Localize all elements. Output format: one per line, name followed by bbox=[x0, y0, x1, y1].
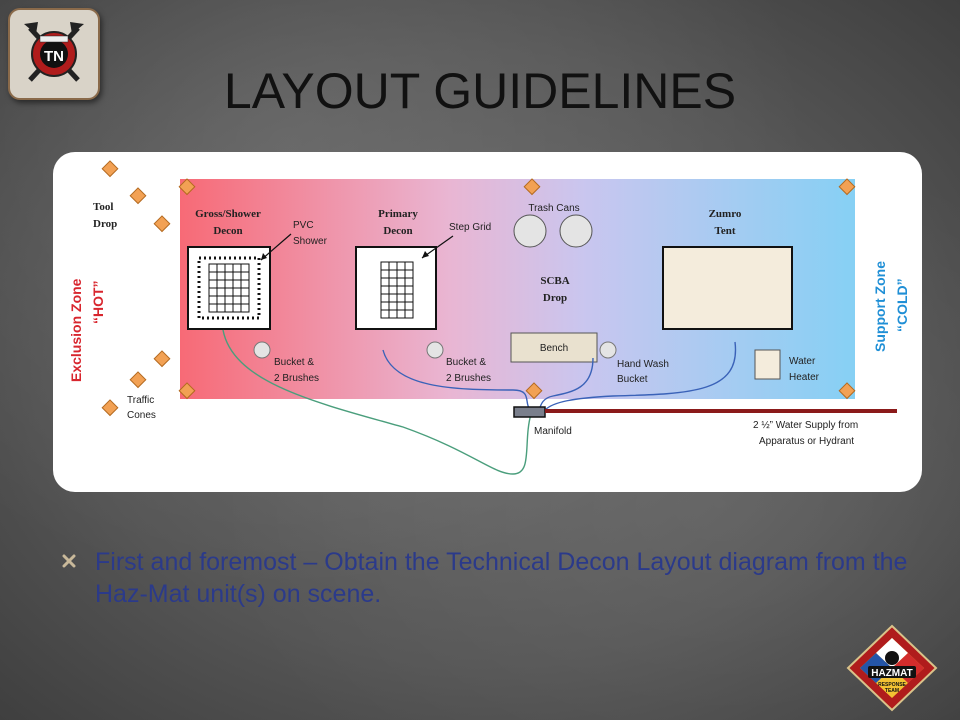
pvc-shower-frame bbox=[197, 256, 261, 320]
step-grid bbox=[380, 261, 414, 319]
exclusion-zone-label: Exclusion Zone bbox=[68, 278, 84, 382]
gross-decon-grid bbox=[208, 263, 250, 313]
traffic-cone bbox=[129, 187, 147, 205]
hose-blue-3 bbox=[544, 341, 737, 411]
traffic-cone bbox=[129, 371, 147, 389]
traffic-cone bbox=[101, 160, 119, 178]
water-heater-box bbox=[754, 349, 781, 380]
bucket-1 bbox=[253, 341, 271, 359]
x-bullet-icon bbox=[62, 554, 76, 568]
bucket1-label-1: Bucket & bbox=[274, 357, 314, 368]
traffic-cone bbox=[178, 382, 196, 400]
hazmat-logo-sub2: TEAM bbox=[885, 688, 899, 694]
traffic-cones-label-1: Traffic bbox=[127, 395, 154, 406]
primary-decon-label-1: Primary bbox=[378, 208, 418, 220]
tool-drop-label-2: Drop bbox=[93, 218, 117, 230]
trash-can bbox=[559, 214, 593, 248]
traffic-cone bbox=[153, 350, 171, 368]
water-heater-label-1: Water bbox=[789, 356, 816, 367]
tn-logo-text: TN bbox=[44, 48, 64, 65]
slide-title: LAYOUT GUIDELINES bbox=[223, 63, 737, 119]
traffic-cones-label-2: Cones bbox=[127, 410, 156, 421]
water-supply-label-1: 2 ½” Water Supply from bbox=[753, 420, 858, 431]
traffic-cone bbox=[525, 382, 543, 400]
bullet-item: First and foremost – Obtain the Technica… bbox=[62, 546, 932, 610]
hazmat-logo-main: HAZMAT bbox=[871, 668, 912, 679]
step-grid-label: Step Grid bbox=[449, 222, 491, 233]
zumro-tent-label-1: Zumro bbox=[709, 208, 742, 220]
pvc-pointer bbox=[260, 233, 292, 261]
handwash-label-1: Hand Wash bbox=[617, 359, 669, 370]
hot-label: “HOT” bbox=[90, 280, 106, 324]
bullet-text: First and foremost – Obtain the Technica… bbox=[95, 548, 908, 608]
zumro-tent-label-2: Tent bbox=[715, 225, 736, 237]
tool-drop-label-1: Tool bbox=[93, 201, 113, 213]
primary-decon-box bbox=[355, 246, 437, 330]
hazmat-response-team-logo: HAZMAT RESPONSE TEAM bbox=[844, 622, 940, 714]
primary-decon-label-2: Decon bbox=[383, 225, 412, 237]
hose-green bbox=[222, 329, 532, 475]
water-heater-label-2: Heater bbox=[789, 372, 820, 383]
scba-drop-label-1: SCBA bbox=[540, 275, 569, 287]
cold-label: “COLD” bbox=[894, 278, 910, 332]
manifold-label: Manifold bbox=[534, 426, 572, 437]
traffic-cone bbox=[101, 399, 119, 417]
bucket1-label-2: 2 Brushes bbox=[274, 373, 319, 384]
water-supply-label-2: Apparatus or Hydrant bbox=[759, 436, 854, 447]
bucket-2 bbox=[426, 341, 444, 359]
bench-label: Bench bbox=[540, 343, 568, 354]
zumro-tent-box bbox=[662, 246, 793, 330]
pvc-label-2: Shower bbox=[293, 236, 328, 247]
traffic-cone bbox=[523, 178, 541, 196]
decon-layout-diagram: Exclusion Zone “HOT” Support Zone “COLD”… bbox=[53, 152, 922, 492]
hand-wash-bucket bbox=[599, 341, 617, 359]
hazmat-logo-sub1: RESPONSE bbox=[878, 682, 906, 688]
hose-blue-1 bbox=[382, 349, 532, 411]
tn-logo: TN bbox=[8, 8, 100, 100]
traffic-cone bbox=[838, 382, 856, 400]
gross-decon-label-2: Decon bbox=[213, 225, 242, 237]
support-zone-label: Support Zone bbox=[872, 261, 888, 352]
trash-cans-label: Trash Cans bbox=[528, 203, 579, 214]
handwash-label-2: Bucket bbox=[617, 374, 648, 385]
bucket2-label-2: 2 Brushes bbox=[446, 373, 491, 384]
bench-box bbox=[510, 332, 598, 363]
gross-decon-label-1: Gross/Shower bbox=[195, 208, 261, 220]
bucket2-label-1: Bucket & bbox=[446, 357, 486, 368]
hose-blue-2 bbox=[538, 357, 594, 411]
traffic-cone bbox=[838, 178, 856, 196]
trash-can bbox=[513, 214, 547, 248]
traffic-cone bbox=[178, 178, 196, 196]
pvc-label-1: PVC bbox=[293, 220, 314, 231]
manifold bbox=[513, 406, 546, 418]
traffic-cone bbox=[153, 215, 171, 233]
scba-drop-label-2: Drop bbox=[543, 292, 567, 304]
